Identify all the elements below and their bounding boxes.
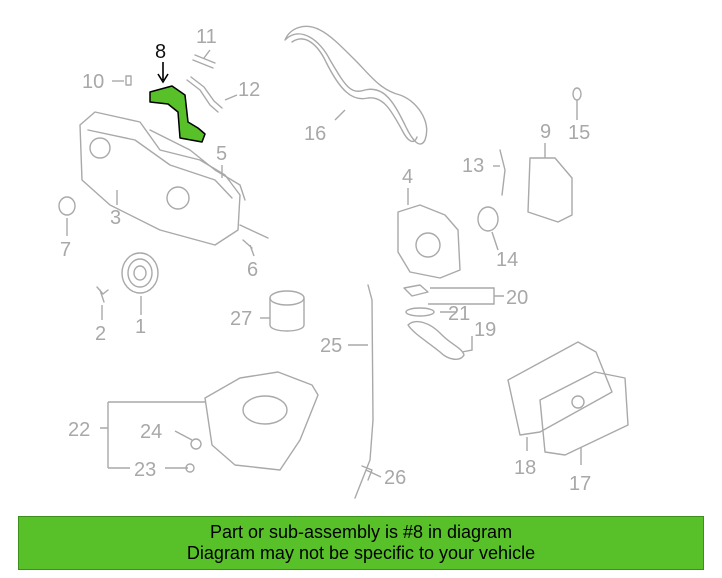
callout-7: 7 <box>60 239 71 261</box>
callout-1: 1 <box>135 316 146 338</box>
dipstick <box>354 284 374 499</box>
callout-13: 13 <box>462 155 484 177</box>
pin-10 <box>125 75 132 86</box>
cover-gasket <box>149 129 246 201</box>
callout-22: 22 <box>68 419 90 441</box>
part-8-bracket <box>149 85 206 143</box>
pan-gasket <box>507 341 613 436</box>
lower-pan <box>539 371 629 456</box>
parts-diagram: 8 10 11 12 16 5 3 7 6 1 2 27 4 9 15 13 1… <box>58 25 629 499</box>
callout-21: 21 <box>448 303 470 325</box>
leader-lines <box>66 49 582 478</box>
callout-14: 14 <box>496 249 518 271</box>
notice-line-2: Diagram may not be specific to your vehi… <box>186 543 536 563</box>
callout-18: 18 <box>514 457 536 479</box>
timing-cover <box>79 111 241 246</box>
seal-7 <box>58 196 76 216</box>
callout-11: 11 <box>196 26 217 48</box>
gasket-12 <box>186 76 223 113</box>
bolt-11 <box>192 54 216 69</box>
dipstick-guide <box>361 465 373 481</box>
drain-gasket <box>190 438 202 450</box>
callout-27: 27 <box>230 308 252 330</box>
oil-pump <box>397 204 461 279</box>
callout-8: 8 <box>155 41 166 63</box>
callout-16: 16 <box>304 123 326 145</box>
notice-banner: Part or sub-assembly is #8 in diagram Di… <box>18 516 704 570</box>
callout-10: 10 <box>82 71 104 93</box>
oil-pan <box>204 371 319 471</box>
oil-filter <box>269 290 305 332</box>
oil-strainer <box>403 284 465 360</box>
callout-2: 2 <box>95 323 106 345</box>
callout-25: 25 <box>320 335 342 357</box>
pulley-bolt <box>96 286 109 303</box>
o-ring-14 <box>477 206 499 232</box>
notice-line-1: Part or sub-assembly is #8 in diagram <box>209 522 513 542</box>
callout-24: 24 <box>140 421 162 443</box>
callout-12: 12 <box>238 79 260 101</box>
callout-19: 19 <box>474 319 496 341</box>
callout-20: 20 <box>506 287 528 309</box>
callout-23: 23 <box>134 459 156 481</box>
bracket-6 <box>239 224 269 249</box>
callout-4: 4 <box>402 166 413 188</box>
callout-15: 15 <box>568 122 590 144</box>
part-8-arrow <box>157 62 169 84</box>
cover-plate-9 <box>527 157 573 223</box>
callout-9: 9 <box>540 121 551 143</box>
callout-6: 6 <box>247 259 258 281</box>
callout-26: 26 <box>384 467 406 489</box>
crank-pulley <box>121 252 159 294</box>
callout-17: 17 <box>569 473 591 495</box>
gasket-13 <box>499 149 506 196</box>
callout-5: 5 <box>216 143 227 165</box>
callout-3: 3 <box>110 207 121 229</box>
timing-belt <box>284 25 428 145</box>
ring-15 <box>572 87 582 101</box>
